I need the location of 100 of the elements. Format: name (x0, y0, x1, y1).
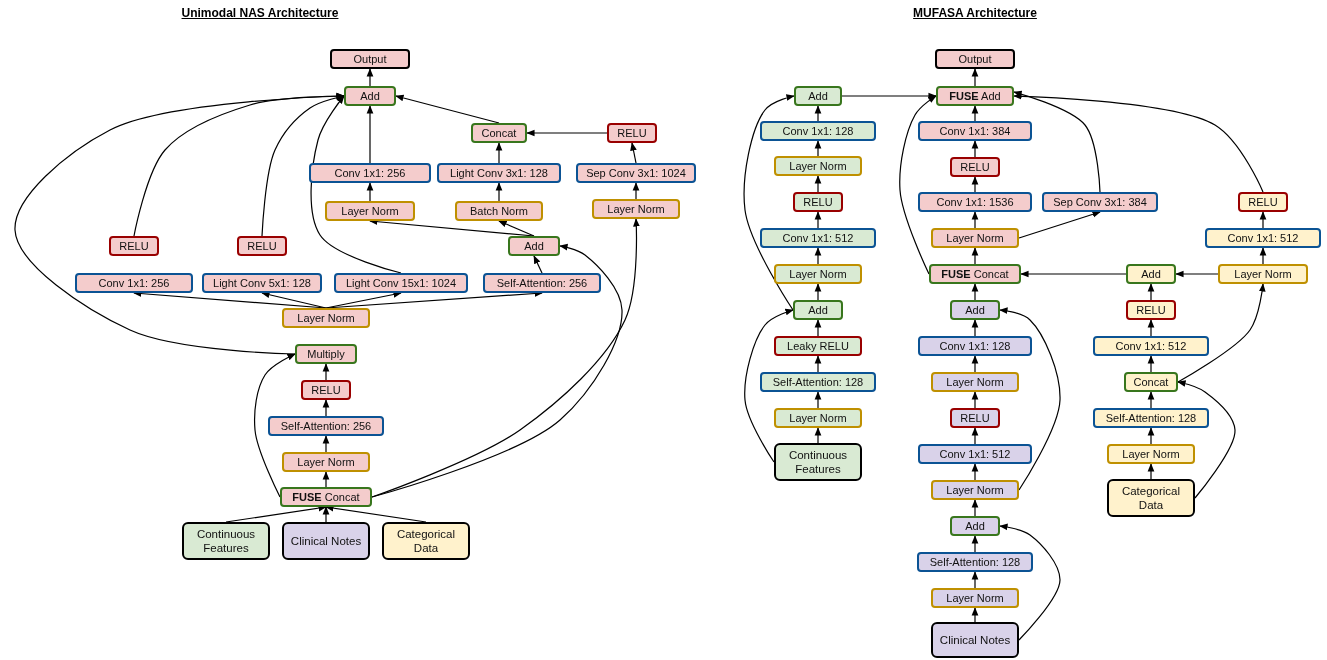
layer-box: Conv 1x1: 512 (918, 444, 1032, 464)
arrow (225, 504, 327, 523)
input-box: Continuous Features (182, 522, 270, 560)
layer-box: RELU (237, 236, 287, 256)
layer-box: Layer Norm (931, 588, 1019, 608)
output-box: Output (330, 49, 410, 69)
arrow (533, 255, 543, 274)
layer-box: Self-Attention: 256 (268, 416, 384, 436)
arrow (841, 92, 937, 100)
layer-box: RELU (1238, 192, 1288, 212)
arrow (366, 182, 374, 202)
layer-box: RELU (607, 123, 657, 143)
arrow (971, 571, 979, 589)
layer-box: Add (1126, 264, 1176, 284)
layer-box: Layer Norm (282, 452, 370, 472)
arrow (325, 290, 543, 309)
arrow (971, 319, 979, 337)
arrow (322, 399, 330, 417)
arrow (395, 94, 500, 124)
layer-box: RELU (1126, 300, 1176, 320)
arrow (814, 355, 822, 373)
arrow (1147, 463, 1155, 480)
arrow (814, 175, 822, 193)
layer-box: Layer Norm (1107, 444, 1195, 464)
layer-box: Conv 1x1: 1536 (918, 192, 1032, 212)
arrow (999, 523, 1061, 641)
layer-box: Multiply (295, 344, 357, 364)
arrow (814, 211, 822, 229)
arrow (325, 504, 427, 523)
layer-box: RELU (301, 380, 351, 400)
layer-box: Self-Attention: 128 (760, 372, 876, 392)
arrow (310, 95, 402, 274)
layer-box: Layer Norm (931, 228, 1019, 248)
layer-box: Light Conv 5x1: 128 (202, 273, 322, 293)
arrow (971, 391, 979, 409)
arrow (254, 353, 296, 498)
arrow (743, 94, 795, 311)
arrow (322, 506, 330, 523)
layer-box: Add (508, 236, 560, 256)
layer-box: RELU (950, 157, 1000, 177)
layer-box: Layer Norm (931, 480, 1019, 500)
arrow (322, 471, 330, 488)
layer-box: Add (794, 86, 842, 106)
arrow (1259, 211, 1267, 229)
arrow (814, 247, 822, 265)
arrow (971, 176, 979, 193)
arrow (899, 95, 937, 275)
layer-box: RELU (109, 236, 159, 256)
layer-box: Self-Attention: 256 (483, 273, 601, 293)
layer-box: Conv 1x1: 512 (1093, 336, 1209, 356)
layer-box: Layer Norm (774, 408, 862, 428)
arrow (814, 391, 822, 409)
arrow (14, 92, 345, 355)
input-box: Categorical Data (382, 522, 470, 560)
arrow (1177, 380, 1236, 499)
layer-box: Light Conv 15x1: 1024 (334, 273, 468, 293)
layer-box: RELU (950, 408, 1000, 428)
input-box: Clinical Notes (931, 622, 1019, 658)
layer-box: Layer Norm (325, 201, 415, 221)
layer-box: Conv 1x1: 512 (1205, 228, 1321, 248)
arrow (971, 499, 979, 517)
arrow (1147, 283, 1155, 301)
arrow (971, 427, 979, 445)
arrow (814, 105, 822, 122)
layer-box: Conv 1x1: 128 (918, 336, 1032, 356)
arrow (1013, 90, 1101, 193)
layer-box: Add (793, 300, 843, 320)
layer-box: FUSE Concat (929, 264, 1021, 284)
arrow (1175, 270, 1219, 278)
layer-box: Layer Norm (1218, 264, 1308, 284)
arrow (1147, 427, 1155, 445)
arrow (322, 435, 330, 453)
arrow (971, 140, 979, 158)
layer-box: Add (950, 516, 1000, 536)
layer-box: Batch Norm (455, 201, 543, 221)
layer-box: Conv 1x1: 384 (918, 121, 1032, 141)
arrow (971, 68, 979, 87)
arrow (971, 211, 979, 229)
arrow (971, 105, 979, 122)
arrow (261, 291, 327, 309)
layer-box: Concat (471, 123, 527, 143)
arrow (1259, 247, 1267, 265)
arrow (495, 142, 503, 164)
layer-box: Layer Norm (931, 372, 1019, 392)
layer-box: Layer Norm (774, 264, 862, 284)
layer-box: Layer Norm (592, 199, 680, 219)
arrow (744, 308, 794, 463)
layer-box: Leaky RELU (774, 336, 862, 356)
arrow (1013, 92, 1264, 193)
layer-box: Sep Conv 3x1: 1024 (576, 163, 696, 183)
arrow (971, 355, 979, 373)
arrow (999, 307, 1061, 491)
arrow (814, 319, 822, 337)
input-box: Clinical Notes (282, 522, 370, 560)
arrow (495, 182, 503, 202)
arrow (1147, 355, 1155, 373)
layer-box: Add (344, 86, 396, 106)
layer-box: Self-Attention: 128 (917, 552, 1033, 572)
arrow (971, 463, 979, 481)
arrow (814, 427, 822, 444)
